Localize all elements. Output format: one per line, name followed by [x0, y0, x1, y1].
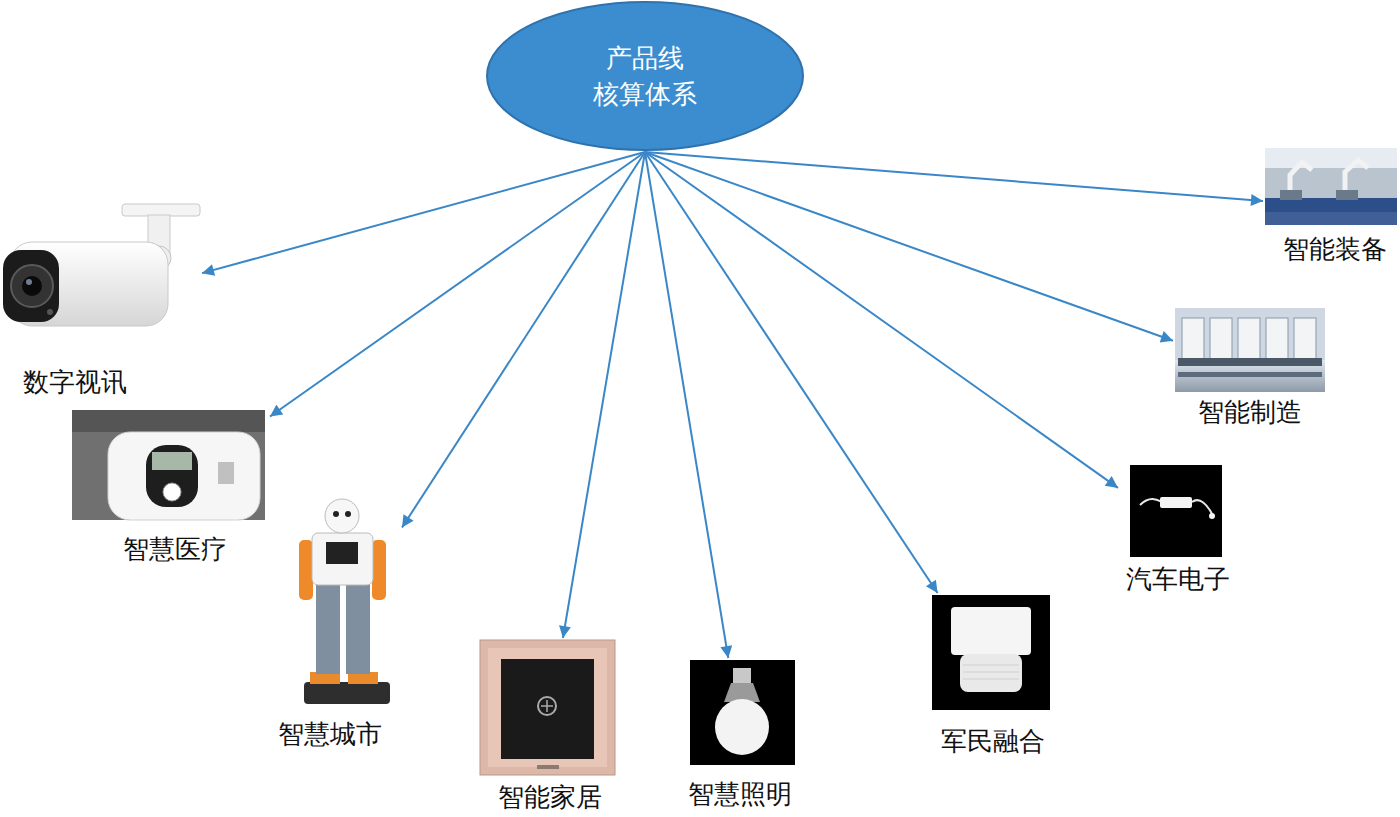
- arrow-connector: [645, 152, 1118, 488]
- bulb-picture-part: [733, 668, 751, 683]
- detector-picture-part: [960, 654, 1022, 692]
- arrow-connector: [563, 152, 645, 638]
- medical-device-picture-part: [218, 462, 234, 484]
- detector-picture-part: [963, 665, 1019, 679]
- manufacturing-picture-part: [1238, 318, 1260, 360]
- equipment-picture-part: [1265, 198, 1397, 212]
- product-label: 汽车电子: [1126, 564, 1230, 595]
- camera-picture-part: [26, 279, 32, 285]
- medical-device-picture-part: [108, 432, 260, 520]
- product-label: 智能家居: [498, 782, 602, 813]
- product-label: 智能装备: [1283, 234, 1387, 265]
- robot-picture-part: [304, 682, 390, 704]
- product-label: 数字视讯: [23, 367, 127, 398]
- camera-picture-part: [47, 309, 53, 315]
- product-node: 智慧医疗: [70, 407, 270, 567]
- detector-picture-part: [932, 595, 1050, 710]
- bulb-picture-part: [690, 660, 795, 765]
- robot-picture: [299, 499, 390, 704]
- switch-panel-picture-part: [538, 697, 556, 715]
- switch-panel-picture-part: [537, 765, 559, 769]
- robot-picture-part: [345, 511, 351, 517]
- camera-picture-part: [3, 250, 59, 322]
- detector-picture: [932, 595, 1050, 710]
- manufacturing-picture-part: [1182, 318, 1204, 360]
- arrow-connector: [645, 152, 1263, 201]
- car-electronics-picture-part: [1160, 497, 1192, 508]
- arrow-connector: [645, 152, 1173, 341]
- manufacturing-picture-part: [1294, 318, 1316, 360]
- product-node: 汽车电子: [1118, 463, 1238, 598]
- camera-picture-part: [22, 276, 42, 296]
- camera-picture-part: [11, 265, 53, 307]
- car-electronics-picture: [1130, 465, 1222, 557]
- product-label: 智慧照明: [688, 779, 792, 810]
- robot-picture-part: [316, 580, 340, 674]
- manufacturing-picture-part: [1178, 358, 1322, 366]
- switch-panel-picture-part: [480, 640, 615, 775]
- arrow-connector: [645, 152, 728, 658]
- equipment-picture-part: [1280, 190, 1302, 200]
- ellipse-shape: [485, 0, 805, 152]
- product-node: 智能制造: [1173, 306, 1328, 431]
- ellipse-label: 产品线 核算体系: [592, 40, 699, 113]
- camera-picture-part: [122, 204, 200, 216]
- equipment-picture: [1265, 148, 1397, 225]
- switch-panel-picture-part: [541, 700, 553, 712]
- arrow-connector: [645, 152, 938, 593]
- product-label: 军民融合: [941, 726, 1045, 757]
- manufacturing-picture-part: [1266, 318, 1288, 360]
- medical-device-picture-part: [152, 452, 192, 470]
- ellipse-node: 产品线 核算体系: [485, 0, 805, 152]
- robot-picture-part: [333, 511, 339, 517]
- robot-picture-part: [325, 499, 359, 533]
- equipment-picture-part: [1265, 148, 1397, 225]
- switch-panel-picture-part: [501, 659, 594, 759]
- medical-device-picture-part: [146, 445, 198, 507]
- product-label: 智慧城市: [278, 719, 382, 750]
- equipment-picture-part: [1265, 148, 1397, 168]
- product-label: 智能制造: [1198, 397, 1302, 428]
- manufacturing-picture: [1175, 308, 1325, 392]
- switch-panel-picture: [480, 640, 615, 775]
- robot-picture-part: [372, 540, 386, 600]
- switch-panel-picture-part: [488, 648, 607, 767]
- bulb-picture-part: [715, 699, 769, 755]
- product-node: 智能装备: [1263, 146, 1397, 267]
- arrow-connector: [402, 152, 645, 528]
- bulb-picture: [690, 660, 795, 765]
- medical-device-picture-part: [72, 410, 265, 520]
- equipment-picture-part: [1336, 190, 1358, 200]
- arrow-connector: [270, 152, 645, 416]
- product-node: 智慧城市: [272, 503, 402, 753]
- equipment-picture-part: [1265, 212, 1397, 225]
- product-node: 数字视讯: [2, 198, 202, 403]
- car-electronics-picture-part: [1130, 465, 1222, 557]
- product-label: 智慧医疗: [123, 534, 227, 565]
- detector-picture-part: [951, 607, 1031, 655]
- product-node: 智慧照明: [680, 658, 802, 813]
- robot-picture-part: [346, 580, 370, 674]
- manufacturing-picture-part: [1210, 318, 1232, 360]
- product-node: 智能家居: [478, 638, 618, 815]
- camera-picture: [3, 204, 200, 326]
- medical-device-picture-part: [72, 410, 265, 432]
- manufacturing-picture-part: [1178, 372, 1322, 377]
- medical-device-picture: [72, 410, 265, 520]
- manufacturing-picture-part: [1175, 308, 1325, 392]
- car-electronics-picture-part: [1209, 513, 1215, 519]
- robot-picture-part: [326, 542, 358, 564]
- medical-device-picture-part: [163, 483, 181, 501]
- robot-picture-part: [299, 540, 313, 600]
- product-node: 军民融合: [930, 593, 1055, 759]
- ellipse-outline: [487, 2, 803, 150]
- robot-picture-part: [312, 533, 373, 585]
